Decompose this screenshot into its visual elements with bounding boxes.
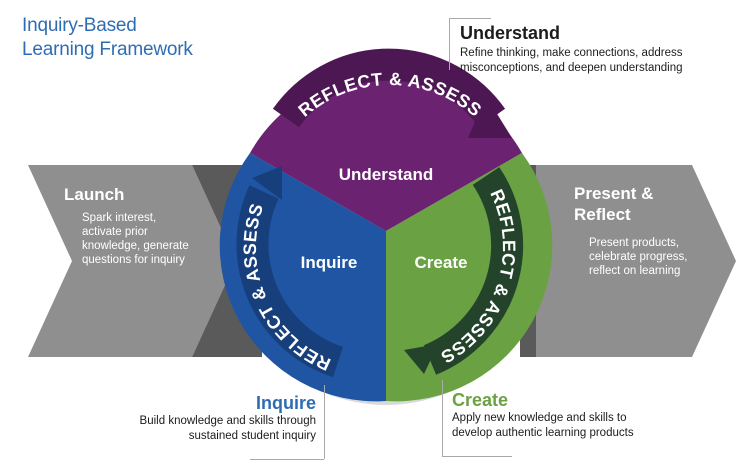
understand-label: Understand: [338, 165, 434, 184]
inquire-heading: Inquire: [255, 393, 316, 413]
understand-desc-line: misconceptions, and deepen understanding: [460, 62, 683, 74]
present-description: Present products, celebrate progress, re…: [589, 236, 714, 278]
reflect-ribbon-right-arrowhead: [404, 344, 438, 374]
understand-description: Refine thinking, make connections, addre…: [460, 46, 740, 76]
understand-segment: [250, 73, 522, 231]
understand-bracket-top: [449, 18, 491, 19]
reflect-ribbon-left: [236, 185, 344, 378]
create-label: Create: [414, 253, 468, 272]
inquire-description: Build knowledge and skills through susta…: [100, 414, 316, 444]
create-heading: Create: [452, 390, 509, 410]
inquire-desc-line: sustained student inquiry: [188, 430, 316, 442]
launch-arrow: [28, 165, 236, 357]
present-desc-line: reflect on learning: [589, 265, 681, 277]
launch-desc-line: activate prior: [82, 226, 148, 238]
create-description: Apply new knowledge and skills to develo…: [452, 411, 712, 441]
present-desc-line: celebrate progress,: [589, 251, 688, 263]
launch-desc-line: Spark interest,: [82, 212, 157, 224]
inquire-desc-line: Build knowledge and skills through: [139, 415, 316, 427]
page-title: Inquiry-Based Learning Framework: [22, 14, 282, 62]
title-line-2: Learning Framework: [22, 39, 193, 60]
present-desc-line: Present products,: [589, 237, 680, 249]
present-title-line: Reflect: [574, 205, 631, 224]
reflect-ribbon-top-arrowhead: [468, 96, 512, 138]
create-desc-line: develop authentic learning products: [452, 427, 634, 439]
understand-heading: Understand: [460, 23, 561, 43]
create-desc-line: Apply new knowledge and skills to: [452, 412, 627, 424]
inquire-label: Inquire: [300, 253, 358, 272]
launch-desc-line: knowledge, generate: [82, 240, 189, 252]
create-bracket-bottom: [442, 456, 512, 457]
create-bracket: [442, 380, 443, 456]
title-line-1: Inquiry-Based: [22, 15, 137, 36]
reflect-ribbon-top: [272, 48, 506, 128]
present-arrow: [536, 165, 736, 357]
understand-desc-line: Refine thinking, make connections, addre…: [460, 47, 683, 59]
inquire-bracket-bottom: [250, 459, 324, 460]
inquire-bracket: [324, 385, 325, 459]
launch-description: Spark interest, activate prior knowledge…: [82, 211, 212, 267]
understand-bracket: [449, 18, 450, 70]
present-title: Present & Reflect: [574, 183, 653, 225]
present-title-line: Present &: [574, 184, 654, 203]
reflect-ribbon-left-arrowhead: [252, 166, 282, 200]
launch-desc-line: questions for inquiry: [82, 254, 185, 266]
reflect-ribbon-right: [423, 167, 524, 375]
launch-title: Launch: [64, 185, 125, 204]
